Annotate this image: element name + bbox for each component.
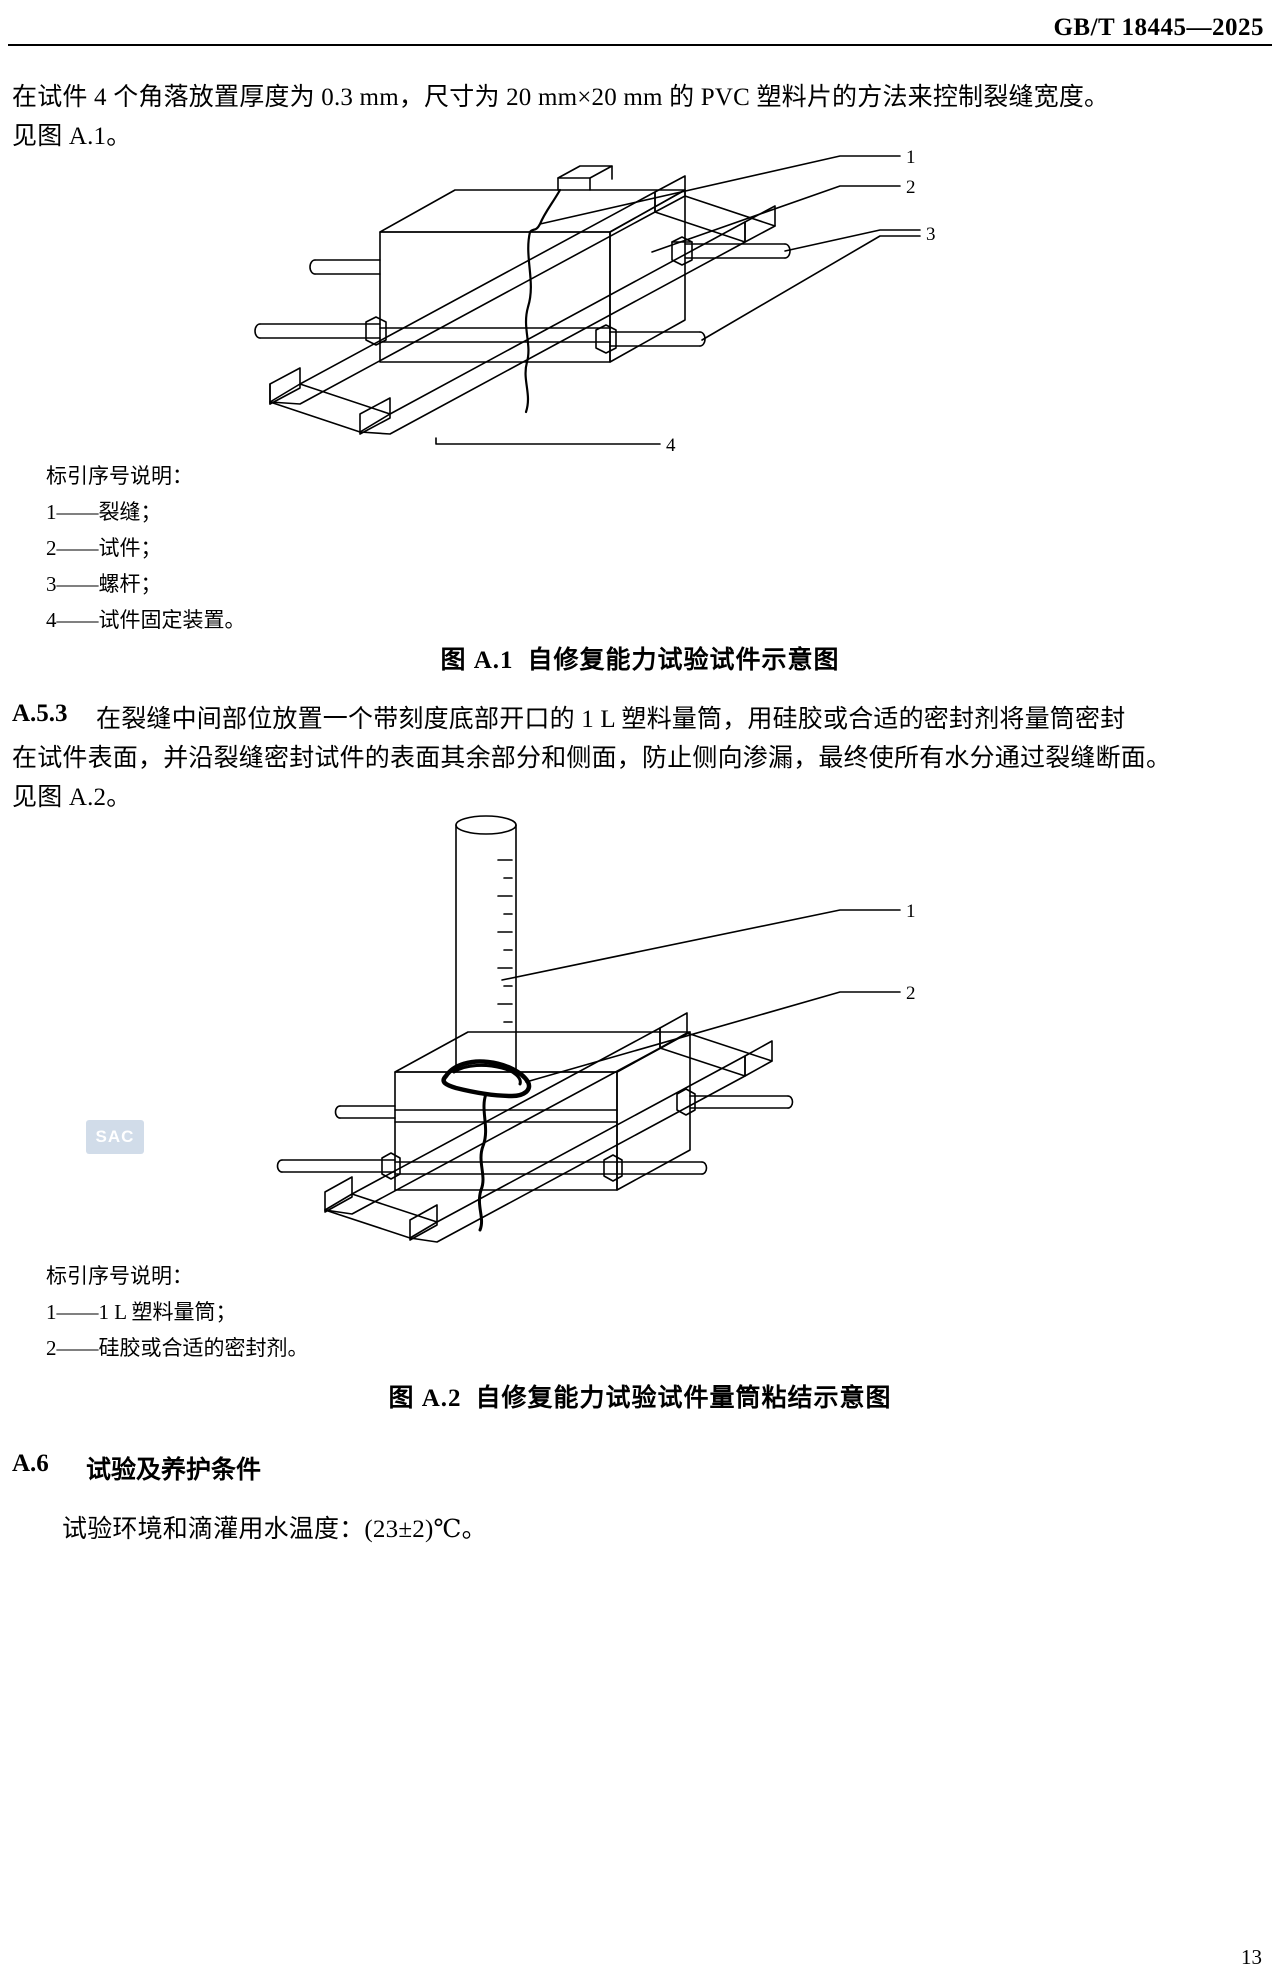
figure-a1-caption-number: 图 A.1: [440, 647, 514, 674]
intro-paragraph: 在试件 4 个角落放置厚度为 0.3 mm，尺寸为 20 mm×20 mm 的 …: [12, 78, 1109, 156]
figure-a1-legend-item-2: 2——试件；: [46, 536, 162, 560]
figure-a2-svg: 1 2: [276, 815, 916, 1243]
clause-a6-body: 试验环境和滴灌用水温度：(23±2)℃。: [62, 1516, 487, 1543]
figure-a2-caption-number: 图 A.2: [388, 1385, 462, 1412]
clause-a6-number: A.6: [12, 1450, 49, 1477]
intro-line-2: 见图 A.1。: [12, 123, 132, 150]
figure-a1-legend-item-1: 1——裂缝；: [46, 500, 162, 524]
figure-a2-callout-2: 2: [906, 983, 916, 1004]
clause-a53-line-3: 见图 A.2。: [12, 784, 132, 811]
figure-a1-legend-item-4: 4——试件固定装置。: [46, 608, 246, 632]
clause-a53-paragraph-rest: 在试件表面，并沿裂缝密封试件的表面其余部分和侧面，防止侧向渗漏，最终使所有水分通…: [12, 739, 1171, 817]
clause-a53-paragraph: 在裂缝中间部位放置一个带刻度底部开口的 1 L 塑料量筒，用硅胶或合适的密封剂将…: [96, 700, 1125, 739]
clause-a53-line-2: 在试件表面，并沿裂缝密封试件的表面其余部分和侧面，防止侧向渗漏，最终使所有水分通…: [12, 745, 1172, 772]
figure-a2-legend: 标引序号说明： 1——1 L 塑料量筒； 2——硅胶或合适的密封剂。: [46, 1258, 309, 1366]
standard-number: GB/T 18445—2025: [1053, 14, 1264, 41]
figure-a1-callout-4: 4: [666, 435, 676, 456]
figure-a2-caption: 图 A.2 自修复能力试验试件量筒粘结示意图: [0, 1378, 1280, 1414]
figure-a1-caption-text: 自修复能力试验试件示意图: [527, 647, 840, 674]
page-number: 13: [1241, 1945, 1262, 1969]
figure-a1-svg: 1 2 3 4: [254, 147, 936, 456]
figure-a2-image: 1 2: [0, 810, 1280, 1280]
intro-line-1: 在试件 4 个角落放置厚度为 0.3 mm，尺寸为 20 mm×20 mm 的 …: [12, 84, 1110, 111]
figure-a1-callout-3: 3: [926, 224, 936, 245]
figure-a2-caption-text: 自修复能力试验试件量筒粘结示意图: [475, 1385, 892, 1412]
figure-a2-legend-title: 标引序号说明：: [46, 1264, 193, 1288]
figure-a1-caption: 图 A.1 自修复能力试验试件示意图: [0, 640, 1280, 676]
clause-a53-line-1: 在裂缝中间部位放置一个带刻度底部开口的 1 L 塑料量筒，用硅胶或合适的密封剂将…: [96, 706, 1126, 733]
figure-a2-legend-item-1: 1——1 L 塑料量筒；: [46, 1300, 237, 1324]
clause-a6-title: 试验及养护条件: [86, 1457, 262, 1484]
figure-a1-legend: 标引序号说明： 1——裂缝； 2——试件； 3——螺杆； 4——试件固定装置。: [46, 458, 246, 638]
clause-a53-number: A.5.3: [12, 700, 68, 727]
figure-a1-callout-2: 2: [906, 177, 916, 198]
figure-a1-legend-title: 标引序号说明：: [46, 464, 193, 488]
figure-a1-image: 1 2 3 4: [0, 132, 1280, 462]
header-divider: [8, 44, 1272, 46]
figure-a2-legend-item-2: 2——硅胶或合适的密封剂。: [46, 1336, 309, 1360]
figure-a1-legend-item-3: 3——螺杆；: [46, 572, 162, 596]
page-header: GB/T 18445—2025: [0, 14, 1280, 50]
sac-watermark: SAC: [86, 1120, 144, 1154]
figure-a2-callout-1: 1: [906, 901, 916, 922]
figure-a1-callout-1: 1: [906, 147, 916, 168]
